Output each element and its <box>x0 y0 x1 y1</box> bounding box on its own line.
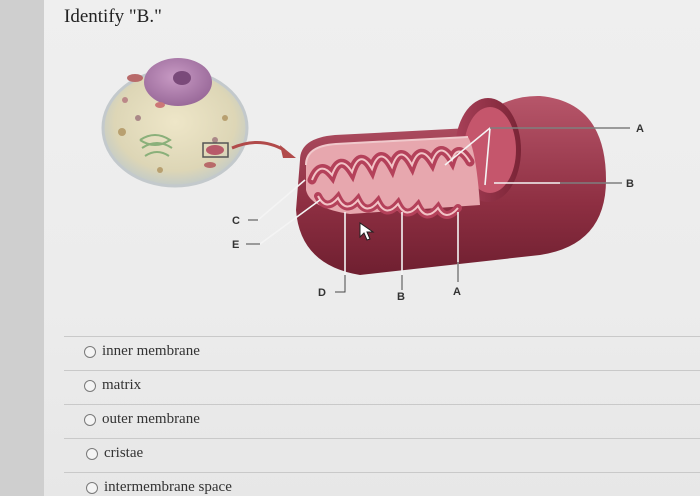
divider <box>64 404 700 405</box>
cell-illustration <box>103 58 247 186</box>
mitochondrion-diagram: A B C E D B A <box>0 0 700 330</box>
option-intermembrane-space[interactable]: intermembrane space <box>86 479 232 496</box>
label-d: D <box>318 287 326 299</box>
option-outer-membrane[interactable]: outer membrane <box>84 411 200 428</box>
divider <box>64 438 700 439</box>
option-matrix[interactable]: matrix <box>84 377 141 394</box>
option-cristae[interactable]: cristae <box>86 445 143 462</box>
label-c: C <box>232 215 240 227</box>
radio-button[interactable] <box>84 380 96 392</box>
option-label: cristae <box>104 445 143 462</box>
label-a-right: A <box>636 123 644 135</box>
radio-button[interactable] <box>86 448 98 460</box>
option-inner-membrane[interactable]: inner membrane <box>84 343 200 360</box>
label-a-bottom: A <box>453 286 461 298</box>
mitochondrion-illustration <box>296 96 606 275</box>
option-label: inner membrane <box>102 343 200 360</box>
option-label: matrix <box>102 377 141 394</box>
label-e: E <box>232 239 239 251</box>
option-label: outer membrane <box>102 411 200 428</box>
option-label: intermembrane space <box>104 479 232 496</box>
radio-button[interactable] <box>86 482 98 494</box>
radio-button[interactable] <box>84 346 96 358</box>
divider <box>64 370 700 371</box>
divider <box>64 472 700 473</box>
label-b-right: B <box>626 178 634 190</box>
radio-button[interactable] <box>84 414 96 426</box>
label-b-bottom: B <box>397 291 405 303</box>
divider <box>64 336 700 337</box>
